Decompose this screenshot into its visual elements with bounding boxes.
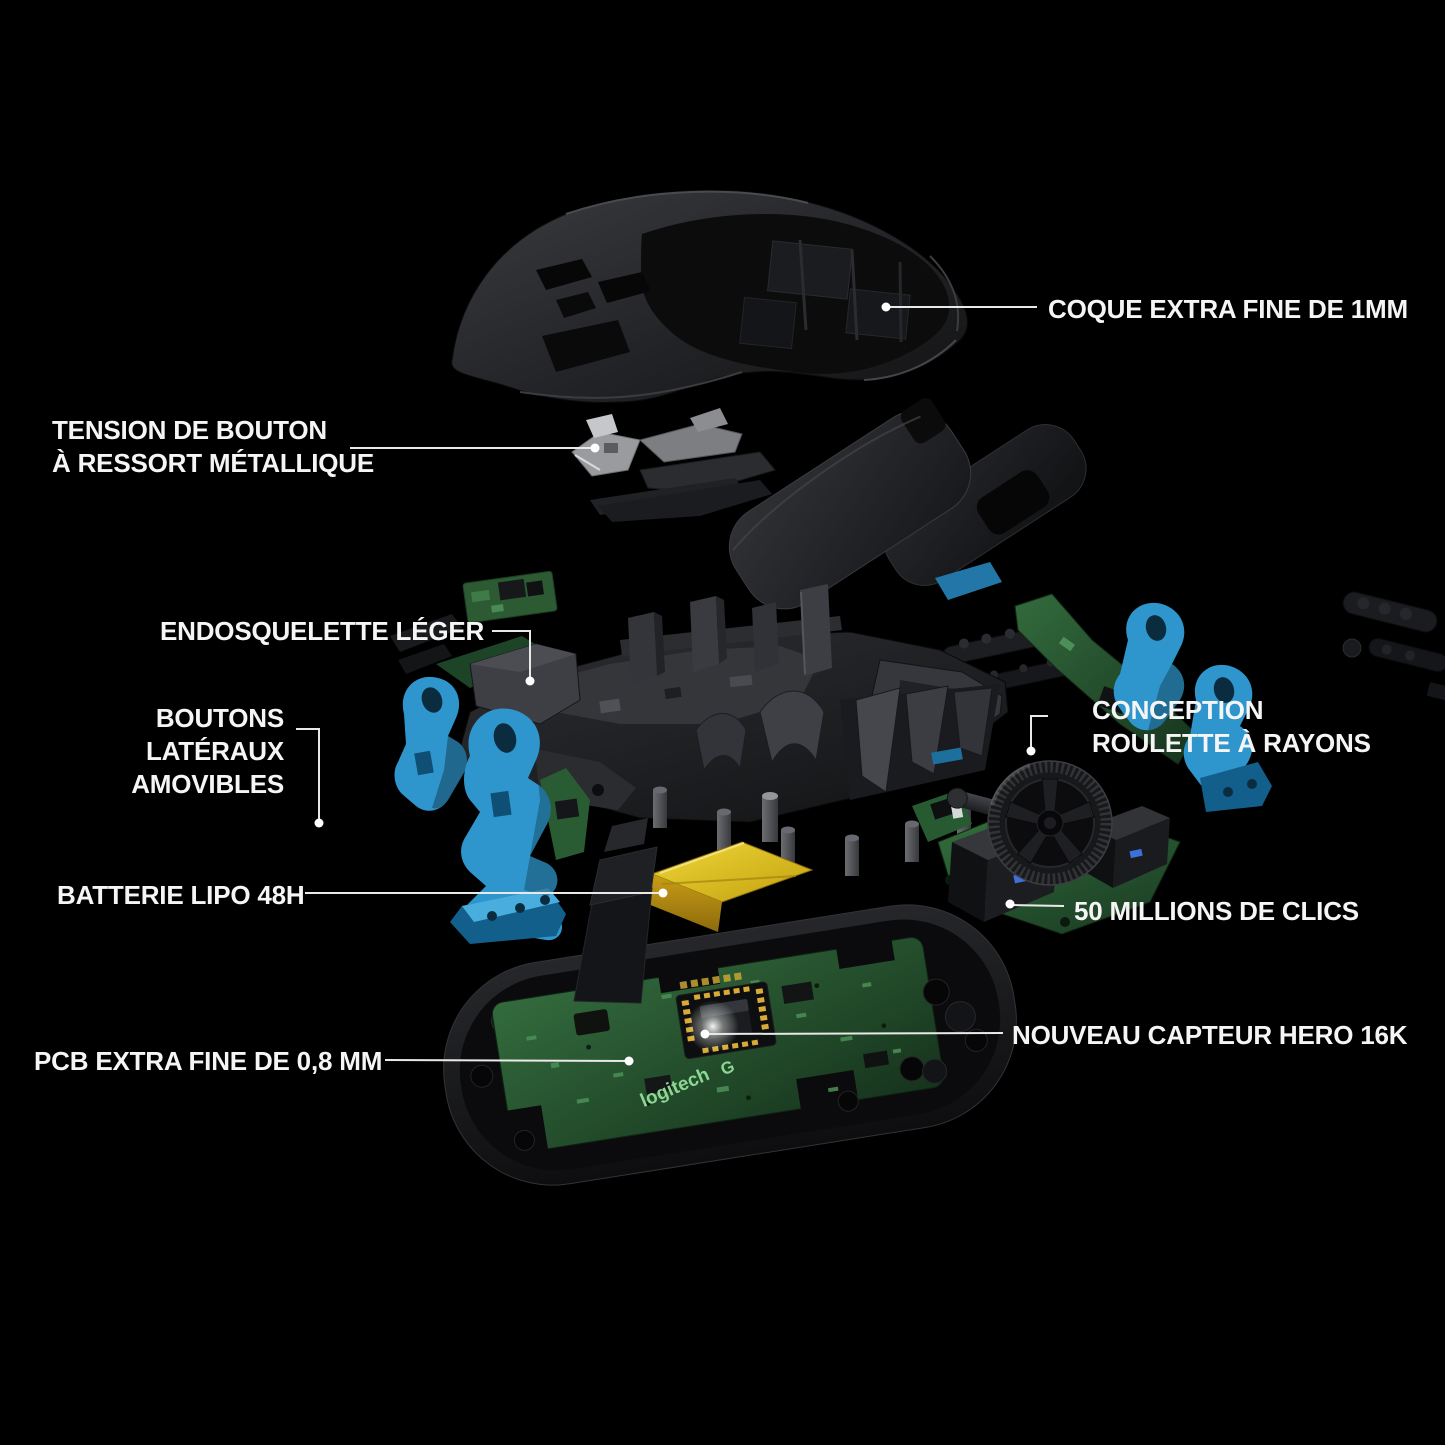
top-shell bbox=[451, 189, 968, 403]
small-pcb-module bbox=[462, 570, 558, 624]
connector-side-buttons bbox=[296, 728, 324, 828]
pcb-strip-behind-bracket bbox=[540, 768, 590, 860]
label-side-buttons: BOUTONS LATÉRAUX AMOVIBLES bbox=[131, 703, 284, 799]
dpi-button-parts bbox=[1342, 591, 1445, 702]
left-button-cover bbox=[728, 398, 972, 610]
connector-endoskeleton bbox=[492, 630, 535, 686]
endoskeleton-chassis bbox=[457, 584, 1009, 876]
label-shell: COQUE EXTRA FINE DE 1MM bbox=[1048, 294, 1408, 324]
scroll-wheel bbox=[946, 760, 1113, 886]
label-endoskeleton: ENDOSQUELETTE LÉGER bbox=[160, 616, 485, 646]
lipo-battery bbox=[630, 792, 814, 932]
connector-spring bbox=[350, 443, 600, 453]
connector-shell bbox=[881, 302, 1037, 312]
metal-spring-assembly bbox=[571, 408, 776, 522]
wheel-spokes bbox=[1005, 778, 1095, 865]
click-tension-bracket-left-front bbox=[450, 708, 566, 944]
label-battery: BATTERIE LIPO 48H bbox=[57, 880, 305, 910]
connector-clicks bbox=[1005, 899, 1065, 909]
label-wheel-design: CONCEPTION ROULETTE À RAYONS bbox=[1092, 695, 1371, 758]
click-tension-bracket-left-rear bbox=[394, 676, 467, 811]
connectors bbox=[296, 302, 1065, 1066]
connector-pcb bbox=[384, 1056, 634, 1066]
battery-kickstand-bracket bbox=[573, 818, 658, 1004]
chassis-pegs bbox=[653, 786, 971, 876]
connector-battery bbox=[305, 888, 668, 898]
click-tension-bracket-right-upper bbox=[1113, 602, 1185, 731]
right-button-cover bbox=[883, 424, 1087, 586]
hero-sensor bbox=[675, 981, 777, 1060]
connector-wheel bbox=[1026, 715, 1048, 756]
label-sensor: NOUVEAU CAPTEUR HERO 16K bbox=[1012, 1020, 1408, 1050]
connector-sensor bbox=[700, 1029, 1004, 1039]
click-tension-bracket-right-lower bbox=[1183, 664, 1272, 812]
label-spring-tension: TENSION DE BOUTON À RESSORT MÉTALLIQUE bbox=[52, 415, 374, 478]
label-pcb: PCB EXTRA FINE DE 0,8 MM bbox=[34, 1046, 383, 1076]
label-click-rating: 50 MILLIONS DE CLICS bbox=[1074, 896, 1359, 926]
